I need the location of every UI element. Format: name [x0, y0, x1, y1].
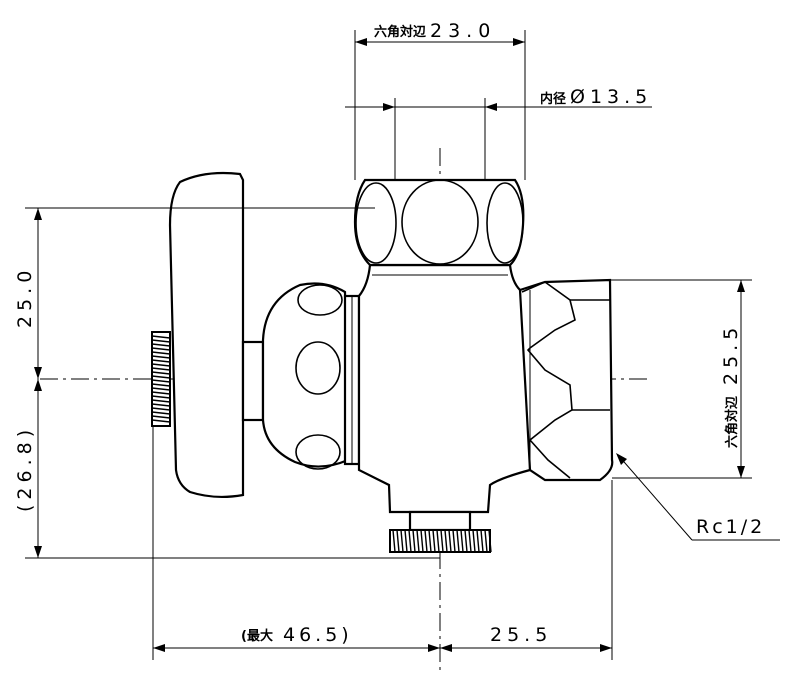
hex-top-value: 23.0	[430, 20, 496, 42]
hex-top-prefix: 六角対辺	[374, 24, 426, 40]
hex-right-value: 25.5	[720, 323, 742, 385]
thread-spec: Rc1/2	[696, 516, 765, 538]
valve-body	[357, 263, 614, 514]
knurled-cap-bottom	[389, 510, 492, 553]
hex-right-prefix: 六角対辺	[724, 396, 740, 448]
dim-hex-top	[354, 30, 526, 180]
max-prefix: (最大	[241, 628, 273, 644]
max-value: 46.5)	[283, 624, 353, 646]
dim-hex-right	[610, 279, 752, 479]
dim-bottom	[152, 426, 613, 660]
dim-thread-leader	[616, 453, 780, 541]
height-lower-value: (26.8)	[14, 425, 36, 512]
bottom-right-value: 25.5	[490, 624, 552, 646]
handle-knob	[168, 171, 265, 499]
height-upper-value: 25.0	[14, 266, 36, 328]
dim-height-upper	[25, 207, 375, 379]
inner-prefix: 内径	[540, 91, 566, 107]
bonnet	[261, 282, 361, 470]
top-hex-nut	[353, 178, 525, 276]
dim-height-lower	[25, 379, 440, 559]
dim-inner-diameter	[345, 98, 652, 180]
knurled-cap-left	[151, 331, 171, 427]
inner-value: Ø13.5	[570, 86, 652, 108]
